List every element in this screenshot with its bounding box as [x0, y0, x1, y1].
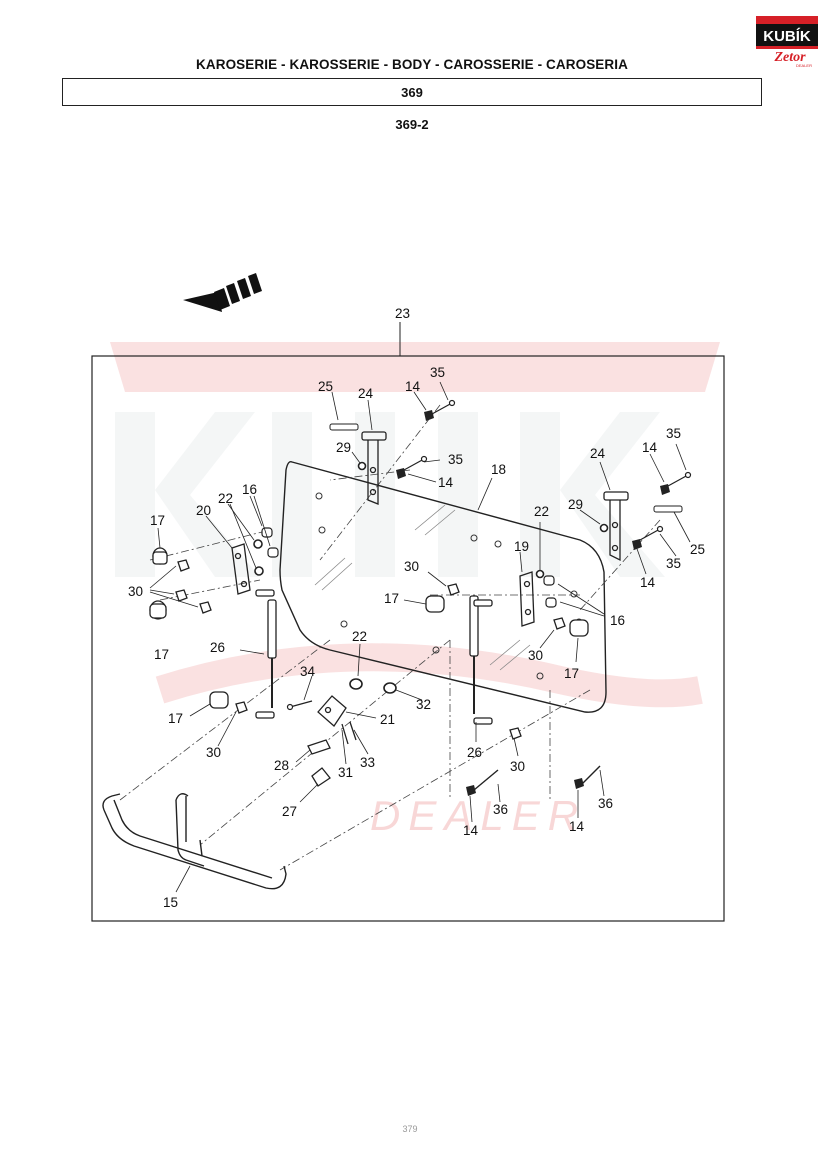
logo-sub-text: Zetor	[773, 50, 806, 65]
callout-26: 26	[210, 640, 225, 655]
callout-21: 21	[380, 712, 395, 727]
right-mounting-plate	[519, 571, 535, 627]
callout-34: 34	[300, 664, 316, 679]
gas-strut-right	[469, 595, 493, 725]
callout-23: 23	[395, 306, 410, 321]
callout-18: 18	[491, 462, 506, 477]
watermark: DEALER	[110, 342, 720, 839]
hinge-pins	[329, 423, 683, 513]
callout-14: 14	[569, 819, 585, 834]
cap-nuts	[175, 559, 566, 740]
callout-30: 30	[528, 648, 543, 663]
callout-17: 17	[384, 591, 399, 606]
callout-36: 36	[598, 796, 613, 811]
callout-26: 26	[467, 745, 482, 760]
callout-24: 24	[358, 386, 374, 401]
gas-strut-left	[255, 589, 277, 719]
callout-30: 30	[128, 584, 143, 599]
watermark-text: DEALER	[370, 792, 586, 839]
callout-14: 14	[640, 575, 656, 590]
hinge-bracket-right	[603, 491, 629, 562]
callout-28: 28	[274, 758, 289, 773]
callout-14: 14	[438, 475, 454, 490]
callout-36: 36	[493, 802, 508, 817]
callout-16: 16	[610, 613, 625, 628]
hinge-bracket-left	[361, 431, 387, 505]
logo-brand-text: KUBÍK	[763, 28, 811, 45]
callout-labels: 23 25 24 14 35 29 35 14 18 14 35 24 16 2…	[128, 306, 705, 910]
bolts	[473, 765, 601, 791]
callout-15: 15	[163, 895, 178, 910]
callout-17: 17	[154, 647, 169, 662]
callout-25: 25	[690, 542, 705, 557]
callout-30: 30	[206, 745, 221, 760]
callout-20: 20	[196, 503, 211, 518]
left-mounting-plate	[231, 543, 251, 595]
rubber-buffers	[149, 547, 589, 709]
callout-17: 17	[168, 711, 183, 726]
nuts	[396, 410, 670, 796]
callout-17: 17	[150, 513, 165, 528]
callout-33: 33	[360, 755, 375, 770]
callout-14: 14	[642, 440, 658, 455]
washers	[253, 461, 609, 694]
page-number: 379	[402, 1124, 418, 1134]
callout-35: 35	[430, 365, 445, 380]
callout-30: 30	[510, 759, 525, 774]
logo-dealer-text: DEALER	[796, 63, 812, 68]
direction-arrow	[183, 273, 262, 312]
callout-22: 22	[352, 629, 367, 644]
guard-rail	[102, 793, 287, 890]
rear-window-glass	[279, 460, 607, 713]
subsection-number: 369-2	[395, 117, 429, 132]
callout-14: 14	[463, 823, 479, 838]
callout-32: 32	[416, 697, 431, 712]
callout-29: 29	[336, 440, 351, 455]
callout-17: 17	[564, 666, 579, 681]
page-title: KAROSERIE - KAROSSERIE - BODY - CAROSSER…	[196, 57, 628, 72]
callout-22: 22	[218, 491, 233, 506]
callout-35: 35	[448, 452, 463, 467]
callout-30: 30	[404, 559, 419, 574]
callout-25: 25	[318, 379, 333, 394]
callout-16: 16	[242, 482, 257, 497]
screws	[286, 399, 692, 711]
section-box: 369	[62, 78, 762, 106]
callout-24: 24	[590, 446, 606, 461]
leader-lines	[149, 381, 691, 893]
section-number: 369	[401, 84, 423, 100]
callout-27: 27	[282, 804, 297, 819]
callout-19: 19	[514, 539, 529, 554]
callout-35: 35	[666, 426, 681, 441]
callout-22: 22	[534, 504, 549, 519]
callout-29: 29	[568, 497, 583, 512]
kubik-zetor-logo: KUBÍK Zetor DEALER	[756, 16, 818, 68]
callout-35: 35	[666, 556, 681, 571]
diagram-frame	[91, 355, 725, 922]
latch-assembly	[307, 695, 357, 787]
callout-14: 14	[405, 379, 421, 394]
callout-31: 31	[338, 765, 353, 780]
